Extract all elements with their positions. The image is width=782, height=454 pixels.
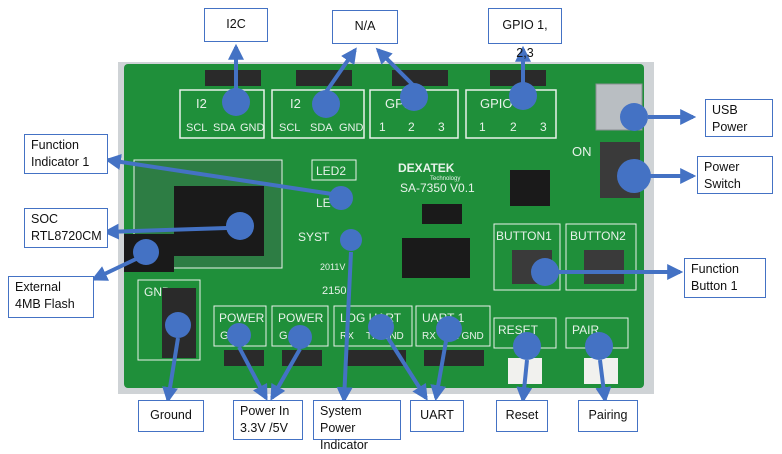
markers (133, 82, 651, 360)
arrow-power-b (270, 348, 302, 401)
silk-pin1-b: 1 (479, 120, 486, 134)
arrow-power-a (237, 346, 268, 401)
uart1-header (424, 350, 484, 366)
marker-uart1 (436, 316, 462, 342)
button2 (584, 250, 624, 284)
silk-rx-b: RX (422, 331, 436, 342)
silk-led1: LE (316, 196, 331, 210)
label-uart: UART (410, 400, 464, 432)
label-gpio: GPIO 1, 2,3 (488, 8, 562, 60)
silk-pin3-b: 3 (540, 120, 547, 134)
silk-pin1-a: 1 (379, 120, 386, 134)
label-ground: Ground (138, 400, 204, 432)
silk-pin2-b: 2 (510, 120, 517, 134)
label-function-button: Function Button 1 (684, 258, 766, 298)
pads-a (422, 204, 462, 224)
label-system-power: System Power Indicator (313, 400, 401, 452)
silk-pin3-a: 3 (438, 120, 445, 134)
arrow-soc (102, 223, 228, 240)
marker-usb (620, 103, 648, 131)
arrow-na-left (324, 47, 357, 94)
marker-function-button (531, 258, 559, 286)
silk-scl-a: SCL (186, 122, 207, 134)
arrow-pairing (595, 359, 612, 404)
marker-soc (226, 212, 254, 240)
silk-on: ON (572, 144, 592, 159)
silk-i2c-left: I2 (196, 96, 207, 111)
silk-gnd-b: GND (339, 122, 364, 134)
arrow-uart1 (430, 340, 448, 402)
silk-g-b: G (279, 330, 288, 342)
marker-power-b (288, 325, 312, 349)
arrow-flash (91, 257, 137, 281)
led2-box (311, 159, 357, 181)
silk-txgnd-b: TX GND (446, 331, 484, 342)
label-power-in: Power In 3.3V /5V (233, 400, 303, 440)
uart1-box (415, 305, 491, 347)
marker-power-switch (617, 159, 651, 193)
marker-function-indicator (329, 186, 353, 210)
silk-scl-b: SCL (279, 122, 300, 134)
marker-system-power (340, 229, 362, 251)
marker-flash (133, 239, 159, 265)
silk-pair: PAIR (572, 323, 599, 337)
silk-date: 2011V (320, 262, 345, 272)
marker-reset (513, 332, 541, 360)
label-soc: SOC RTL8720CM (24, 208, 108, 248)
arrow-system-power (336, 251, 353, 404)
label-flash: External 4MB Flash (8, 276, 94, 318)
regulator (510, 170, 550, 206)
silk-led2: LED2 (316, 164, 346, 178)
silk-code: 2150 (322, 285, 346, 297)
silk-g-a: G (220, 330, 229, 342)
i2c-box-mid (271, 89, 365, 139)
arrow-na-right (375, 47, 416, 88)
silk-gnd-a: GND (240, 122, 265, 134)
arrow-function-indicator (104, 154, 333, 196)
power-header-b (282, 350, 322, 366)
arrow-reset (516, 359, 533, 404)
label-function-indicator: Function Indicator 1 (24, 134, 108, 174)
button1-box (493, 223, 561, 291)
label-power-switch: Power Switch (697, 156, 773, 194)
marker-na-right (400, 83, 428, 111)
label-reset: Reset (496, 400, 548, 432)
label-pairing: Pairing (578, 400, 638, 432)
pads-b (402, 238, 470, 278)
marker-ground (165, 312, 191, 338)
marker-pairing (585, 332, 613, 360)
label-usb-power: USB Power (705, 99, 773, 137)
silk-brand: DEXATEK (398, 161, 455, 175)
button2-box (565, 223, 637, 291)
label-i2c: I2C (204, 8, 268, 42)
silk-pin2-a: 2 (408, 120, 415, 134)
silk-button1: BUTTON1 (496, 229, 552, 243)
marker-log-uart (368, 314, 394, 340)
silk-button2: BUTTON2 (570, 229, 626, 243)
silk-sda-b: SDA (310, 122, 333, 134)
silk-model: SA-7350 V0.1 (400, 181, 475, 195)
silk-power-a: POWER (219, 311, 265, 325)
silk-gpio-right: GPIO (480, 96, 513, 111)
arrows (91, 43, 697, 404)
log-uart-header (346, 350, 406, 366)
marker-power-a (227, 323, 251, 347)
marker-i2c (222, 88, 250, 116)
pcb (124, 64, 644, 388)
silk-power-b: POWER (278, 311, 324, 325)
gnd-box (137, 279, 201, 361)
label-na: N/A (332, 10, 398, 44)
silk-brand-sub: Technology (430, 176, 460, 182)
silk-sda-a: SDA (213, 122, 236, 134)
silk-i2c-mid: I2 (290, 96, 301, 111)
silk-system: SYST (298, 230, 330, 244)
i2c-box-left (179, 89, 265, 139)
marker-na-left (312, 90, 340, 118)
marker-gpio (509, 82, 537, 110)
log-uart-box (333, 305, 413, 347)
arrow-ground (162, 337, 180, 404)
arrow-log-uart (386, 336, 428, 401)
